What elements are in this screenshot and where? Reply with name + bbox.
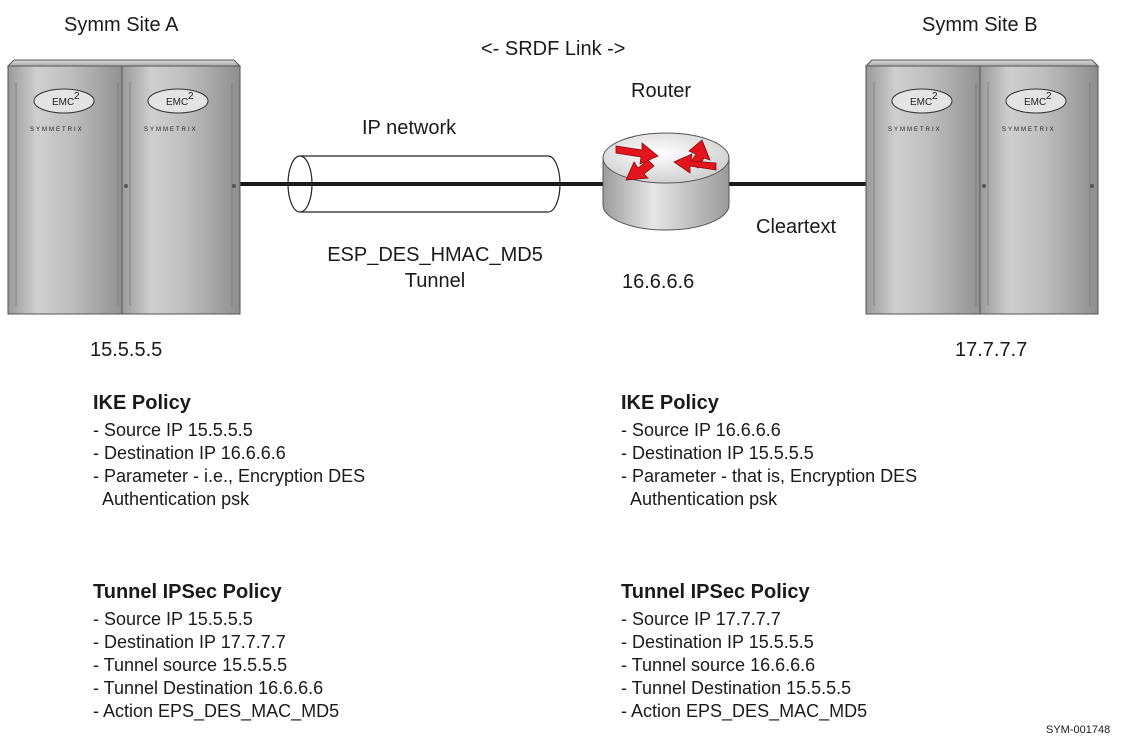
policy-line: - Destination IP 16.6.6.6 <box>93 443 286 463</box>
policy-line: Authentication psk <box>93 489 250 509</box>
ip-network-tunnel <box>287 155 561 213</box>
emc-logo-sup: 2 <box>932 91 938 102</box>
policy-line: - Source IP 16.6.6.6 <box>621 420 781 440</box>
site-b-ip-label: 17.7.7.7 <box>955 339 1028 361</box>
router-icon <box>602 132 730 231</box>
ipsec-policy-title: Tunnel IPSec Policy <box>621 581 810 603</box>
site-a-ip-label: 15.5.5.5 <box>90 339 163 361</box>
symmetrix-label: SYMMETRIX <box>888 127 942 133</box>
site-a-ike-policy: IKE Policy - Source IP 15.5.5.5 - Destin… <box>93 392 365 511</box>
tunnel-type-label: ESP_DES_HMAC_MD5 <box>327 244 543 266</box>
router-ip-label: 16.6.6.6 <box>622 271 695 293</box>
figure-id: SYM-001748 <box>1046 724 1111 736</box>
policy-line: - Tunnel Destination 16.6.6.6 <box>93 678 324 698</box>
srdf-link-label: <- SRDF Link -> <box>481 38 626 60</box>
emc-logo-text: EMC <box>52 97 74 108</box>
ipsec-policy-title: Tunnel IPSec Policy <box>93 581 282 603</box>
policy-line: - Destination IP 15.5.5.5 <box>621 443 814 463</box>
policy-line: - Parameter - that is, Encryption DES <box>621 466 918 486</box>
policy-line: - Tunnel source 15.5.5.5 <box>93 655 288 675</box>
emc-logo-sup: 2 <box>74 91 80 102</box>
symmetrix-cabinet-site-b: EMC 2 SYMMETRIX EMC 2 SYMMETRIX <box>864 59 1100 315</box>
ike-policy-title: IKE Policy <box>93 392 191 414</box>
cleartext-label: Cleartext <box>756 216 837 238</box>
emc-logo-text: EMC <box>910 97 932 108</box>
site-b-ike-policy: IKE Policy - Source IP 16.6.6.6 - Destin… <box>621 392 917 511</box>
symmetrix-label: SYMMETRIX <box>1002 127 1056 133</box>
policy-line: - Source IP 17.7.7.7 <box>621 609 781 629</box>
emc-logo-sup: 2 <box>1046 91 1052 102</box>
symmetrix-label: SYMMETRIX <box>30 127 84 133</box>
symmetrix-label: SYMMETRIX <box>144 127 198 133</box>
policy-line: - Destination IP 15.5.5.5 <box>621 632 814 652</box>
policy-line: - Tunnel Destination 15.5.5.5 <box>621 678 852 698</box>
emc-logo-badge <box>891 88 953 114</box>
emc-logo-badge <box>1005 88 1067 114</box>
router-label: Router <box>631 80 692 102</box>
policy-line: - Action EPS_DES_MAC_MD5 <box>93 701 340 721</box>
policy-line: - Tunnel source 16.6.6.6 <box>621 655 816 675</box>
emc-logo-sup: 2 <box>188 91 194 102</box>
emc-logo-text: EMC <box>166 97 188 108</box>
site-b-ipsec-policy: Tunnel IPSec Policy - Source IP 17.7.7.7… <box>621 581 867 723</box>
site-a-ipsec-policy: Tunnel IPSec Policy - Source IP 15.5.5.5… <box>93 581 339 723</box>
policy-line: - Parameter - i.e., Encryption DES <box>93 466 366 486</box>
ike-policy-title: IKE Policy <box>621 392 719 414</box>
policy-line: - Source IP 15.5.5.5 <box>93 609 253 629</box>
policy-line: Authentication psk <box>621 489 778 509</box>
policy-line: - Action EPS_DES_MAC_MD5 <box>621 701 868 721</box>
emc-logo-badge <box>33 88 95 114</box>
site-a-title: Symm Site A <box>64 14 179 36</box>
emc-logo-badge <box>147 88 209 114</box>
policy-line: - Source IP 15.5.5.5 <box>93 420 253 440</box>
policy-line: - Destination IP 17.7.7.7 <box>93 632 286 652</box>
emc-logo-text: EMC <box>1024 97 1046 108</box>
site-b-title: Symm Site B <box>922 14 1038 36</box>
symmetrix-cabinet-site-a: EMC 2 SYMMETRIX EMC 2 SYMMETRIX <box>6 59 242 315</box>
tunnel-label: Tunnel <box>404 270 466 292</box>
ip-network-label: IP network <box>362 117 457 139</box>
